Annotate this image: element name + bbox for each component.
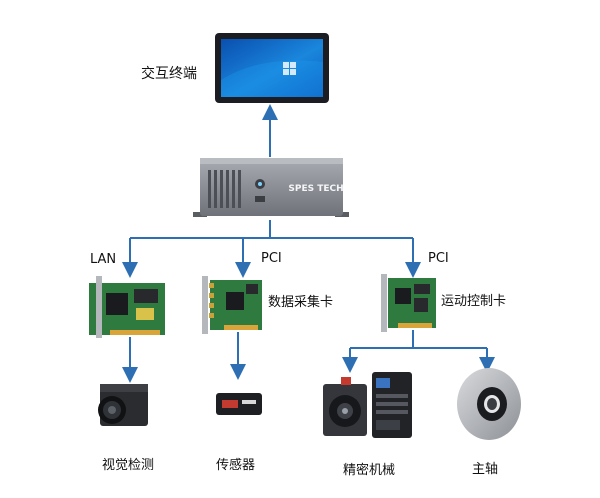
- spindle-icon: [457, 368, 521, 440]
- lan-card-icon: [89, 276, 165, 338]
- label-motion-card: 运动控制卡: [441, 294, 507, 309]
- label-vision: 视觉检测: [102, 458, 155, 473]
- sensor-icon: [216, 393, 262, 415]
- motion-card-icon: [381, 274, 436, 332]
- label-pci-right: PCI: [428, 251, 449, 266]
- label-spindle: 主轴: [472, 462, 499, 477]
- daq-card-icon: [202, 276, 262, 334]
- label-machine: 精密机械: [343, 463, 396, 478]
- label-lan: LAN: [90, 252, 117, 267]
- connector-lines: [122, 104, 495, 383]
- label-sensor: 传感器: [216, 458, 256, 473]
- terminal-monitor-icon: [215, 33, 329, 103]
- camera-icon: [98, 384, 148, 426]
- label-daq-card: 数据采集卡: [268, 295, 334, 310]
- ipc-brand-text: SPES TECH: [288, 184, 343, 194]
- label-pci-left: PCI: [261, 251, 282, 266]
- industrial-pc-icon: [193, 158, 349, 217]
- precision-machine-icon: [323, 372, 412, 438]
- label-terminal: 交互终端: [141, 66, 197, 82]
